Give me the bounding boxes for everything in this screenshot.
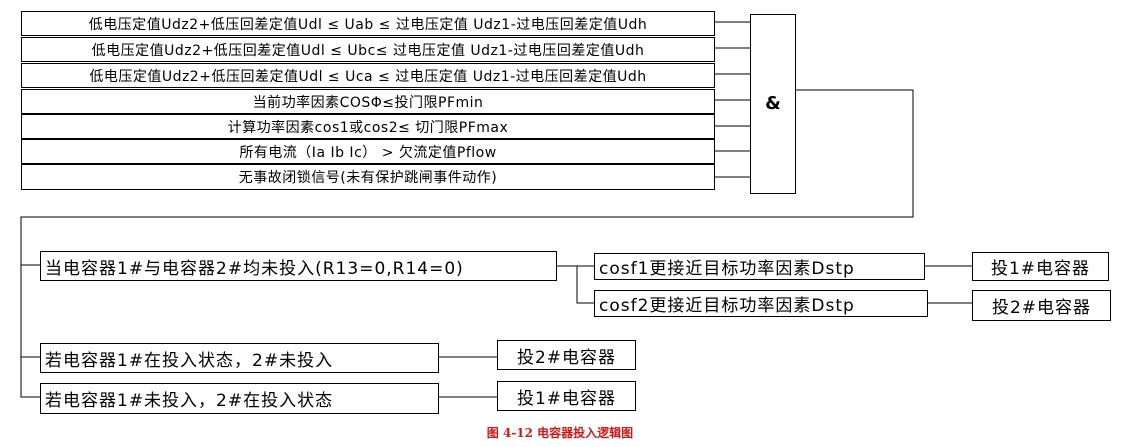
condition-lockout-box: 无事故闭锁信号(未有保护跳闸事件动作) [21,164,715,190]
cap2-on-condition-text: 若电容器1#未投入，2#在投入状态 [45,391,334,411]
figure-caption: 图 4-12 电容器投入逻辑图 [486,426,634,440]
cap2-on-action-text: 投1#电容器 [516,388,617,409]
switch-in-capacitor-1-action: 投1#电容器 [972,252,1109,281]
condition-uab-text: 低电压定值Udz2+低压回差定值Udl ≤ Uab ≤ 过电压定值 Udz1-过… [88,16,648,33]
cap1-on-action-box: 投2#电容器 [497,340,636,370]
cap1-on-condition-text: 若电容器1#在投入状态，2#未投入 [45,350,334,371]
condition-ubc-text: 低电压定值Udz2+低压回差定值Udl ≤ Ubc≤ 过电压定值 Udz1-过电… [91,42,645,59]
condition-ubc-box: 低电压定值Udz2+低压回差定值Udl ≤ Ubc≤ 过电压定值 Udz1-过电… [21,37,715,62]
condition-uca-text: 低电压定值Udz2+低压回差定值Udl ≤ Uca ≤ 过电压定值 Udz1-过… [89,68,647,85]
cap1-on-condition-box: 若电容器1#在投入状态，2#未投入 [40,343,439,373]
action-2-text: 投2#电容器 [991,298,1092,318]
action-1-text: 投1#电容器 [990,259,1091,279]
both-off-condition-box: 当电容器1#与电容器2#均未投入(R13=0,R14=0) [40,251,557,281]
switch-in-capacitor-2-action: 投2#电容器 [972,290,1111,321]
condition-pfmax-text: 计算功率因素cos1或cos2≤ 切门限PFmax [227,119,509,136]
cosf1-criterion-box: cosf1更接近目标功率因素Dstp [594,253,925,280]
and-symbol: & [765,93,781,114]
condition-pfmin-text: 当前功率因素COSΦ≤投门限PFmin [252,94,484,111]
condition-current-text: 所有电流（Ia Ib Ic） > 欠流定值Pflow [239,144,497,161]
condition-pfmax-box: 计算功率因素cos1或cos2≤ 切门限PFmax [21,114,715,139]
cosf2-criterion-box: cosf2更接近目标功率因素Dstp [594,290,928,317]
cap1-on-action-text: 投2#电容器 [516,347,617,368]
condition-current-box: 所有电流（Ia Ib Ic） > 欠流定值Pflow [21,139,715,164]
condition-uca-box: 低电压定值Udz2+低压回差定值Udl ≤ Uca ≤ 过电压定值 Udz1-过… [21,63,715,88]
condition-uab-box: 低电压定值Udz2+低压回差定值Udl ≤ Uab ≤ 过电压定值 Udz1-过… [21,11,715,36]
cap2-on-action-box: 投1#电容器 [497,381,636,411]
condition-pfmin-box: 当前功率因素COSΦ≤投门限PFmin [21,89,715,114]
condition-lockout-text: 无事故闭锁信号(未有保护跳闸事件动作) [238,170,498,186]
cap2-on-condition-box: 若电容器1#未投入，2#在投入状态 [40,383,439,414]
and-gate: & [750,14,796,194]
cosf2-criterion-text: cosf2更接近目标功率因素Dstp [599,296,855,316]
cosf1-criterion-text: cosf1更接近目标功率因素Dstp [599,259,855,279]
both-off-condition-text: 当电容器1#与电容器2#均未投入(R13=0,R14=0) [45,258,464,279]
